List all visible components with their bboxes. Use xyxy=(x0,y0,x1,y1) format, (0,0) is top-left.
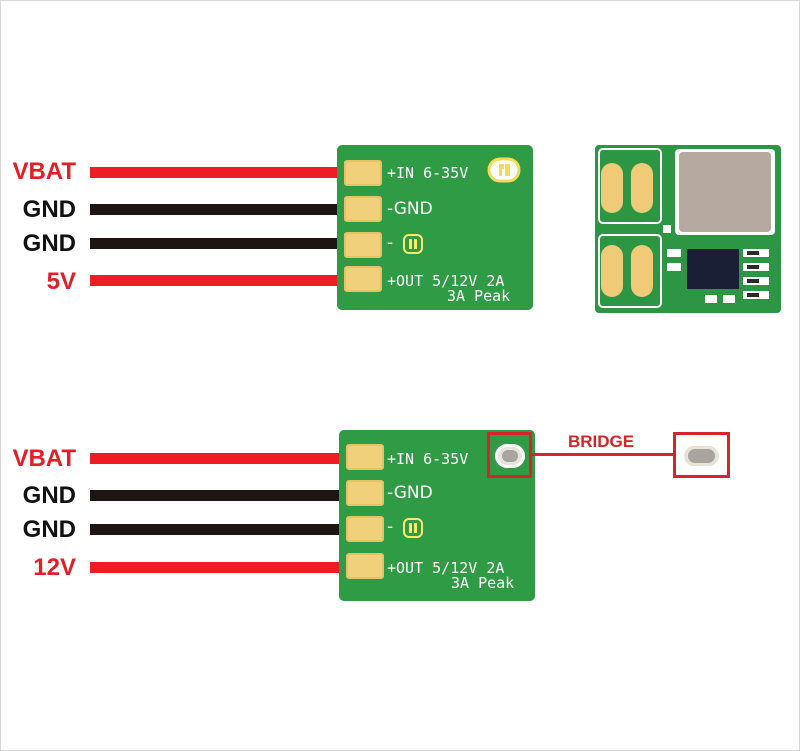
solder-pad-in xyxy=(344,160,382,186)
wire-label-vbat: VBAT xyxy=(12,445,76,472)
bridge-pad-bridged xyxy=(681,443,722,469)
silk-peak-label: 3A Peak xyxy=(447,287,511,305)
solder-pad-out xyxy=(344,266,382,292)
diode-icon xyxy=(403,518,423,538)
wire-12v xyxy=(90,562,352,573)
pcb-board-front: +IN 6-35V -GND - +OUT 5/12V 2A 3A Peak xyxy=(337,145,533,310)
pcb-board-front: +IN 6-35V -GND - +OUT 5/12V 2A 3A Peak xyxy=(339,430,535,601)
silk-gnd-label: -GND xyxy=(387,199,433,219)
bridge-pad xyxy=(495,444,525,468)
silk-peak-label: 3A Peak xyxy=(451,574,515,592)
silk-minus-label: - xyxy=(387,517,394,537)
bridge-label: BRIDGE xyxy=(568,432,635,451)
silk-minus-label: - xyxy=(387,233,394,253)
wire-gnd xyxy=(90,238,352,249)
silk-out-label: +OUT 5/12V 2A xyxy=(387,272,505,290)
wire-vbat xyxy=(90,453,352,464)
wire-label-gnd: GND xyxy=(22,516,76,543)
bridge-jumper-icon xyxy=(487,157,521,183)
bridge-detail-box xyxy=(673,432,730,478)
wire-gnd xyxy=(90,524,352,535)
solder-pad-gnd xyxy=(346,480,384,506)
bridge-highlight-box xyxy=(487,432,532,478)
wire-vbat xyxy=(90,167,352,178)
bridge-connector-line xyxy=(532,453,673,456)
wire-label-vbat: VBAT xyxy=(12,158,76,185)
wire-label-12v: 12V xyxy=(33,554,76,581)
silk-in-label: +IN 6-35V xyxy=(387,164,469,182)
wire-5v xyxy=(90,275,352,286)
solder-pad-gnd xyxy=(344,232,382,258)
solder-pad-out xyxy=(346,553,384,579)
wire-gnd xyxy=(90,204,352,215)
wire-label-gnd: GND xyxy=(22,230,76,257)
solder-pad-in xyxy=(346,444,384,470)
solder-pad-gnd xyxy=(346,516,384,542)
silk-out-label: +OUT 5/12V 2A xyxy=(387,559,505,577)
wire-gnd xyxy=(90,490,352,501)
wire-label-gnd: GND xyxy=(22,482,76,509)
solder-pad-gnd xyxy=(344,196,382,222)
diode-icon xyxy=(403,234,423,254)
silk-gnd-label: -GND xyxy=(387,483,433,503)
pcb-board-back xyxy=(595,145,781,313)
silk-in-label: +IN 6-35V xyxy=(387,450,469,468)
wire-label-gnd: GND xyxy=(22,196,76,223)
wire-label-5v: 5V xyxy=(46,268,76,295)
